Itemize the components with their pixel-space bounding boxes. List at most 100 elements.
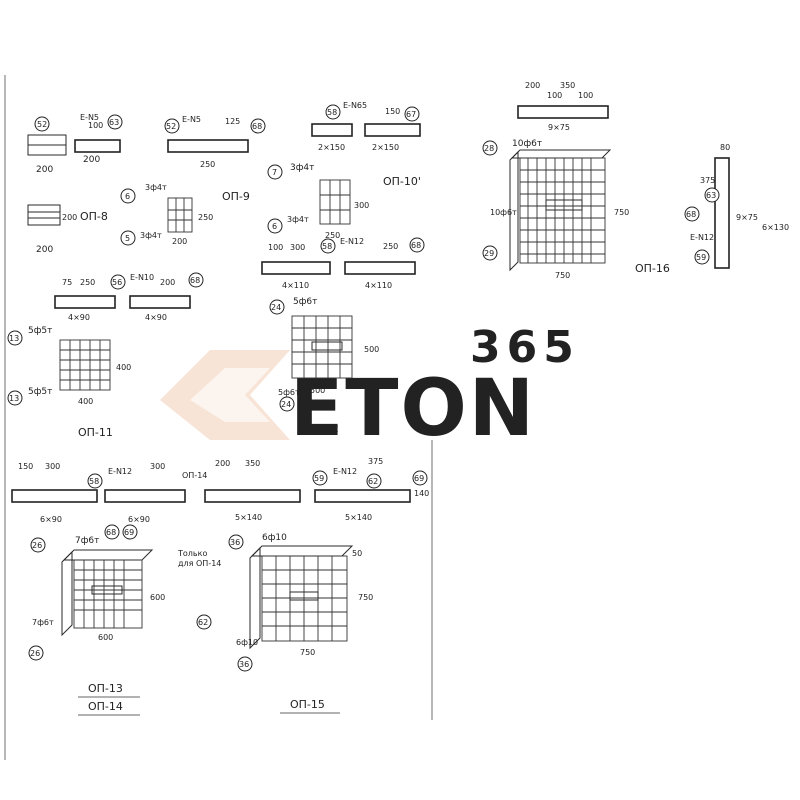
dim-200a: 200: [36, 165, 53, 175]
op16-anchor-plate: [545, 199, 583, 211]
callout-59b: [312, 470, 328, 486]
callout-56-label: 56: [112, 278, 122, 287]
op13-anchor-plate: [91, 585, 123, 595]
dim-300b: 300: [290, 243, 305, 252]
callout-52a-label: 52: [37, 120, 47, 129]
panel-op15: 36 6ф10 750 50 6ф10 750 36 ОП-15: [228, 533, 373, 714]
callout-52b: [164, 118, 180, 134]
dim-6x90a: 6×90: [40, 515, 62, 524]
op8-section-plate: [74, 139, 121, 153]
dim-600b: 600: [98, 633, 113, 642]
dim-375b: 375: [368, 457, 383, 466]
op12-anchor-plate: [311, 341, 343, 351]
dim-75: 75: [62, 278, 72, 287]
callout-68d: [684, 206, 700, 222]
callout-29-label: 29: [484, 249, 494, 258]
op13-section-b: [104, 489, 186, 503]
callout-62a-label: 62: [368, 477, 378, 486]
dim-375a: 375: [700, 176, 715, 185]
dim-300d: 300: [150, 462, 165, 471]
callout-68e: [104, 524, 120, 540]
dim-2x150b: 2×150: [372, 143, 399, 152]
panel-op15-sections: 200 350 5×140 59 Е-N12 375 62 69 5×140 1…: [204, 457, 429, 522]
dim-4x110a: 4×110: [282, 281, 309, 290]
caption-op15: ОП-15: [290, 698, 325, 711]
dim-300c: 300: [45, 462, 60, 471]
rebar-en10: Е-N10: [130, 273, 154, 282]
callout-58a-label: 58: [327, 108, 337, 117]
rebar-3f4a: 3ф4т: [145, 183, 167, 192]
callout-24b-label: 24: [281, 400, 291, 409]
panel-op16: 200 350 100 100 9×75 28 10ф6т 750 10ф6т …: [482, 81, 789, 280]
callout-59b-label: 59: [314, 474, 324, 483]
dim-750c: 750: [358, 593, 373, 602]
rebar-5f5a: 5ф5т: [28, 326, 52, 336]
dim-500a: 500: [364, 345, 379, 354]
rebar-5f5b: 5ф5т: [28, 387, 52, 397]
callout-56: [110, 274, 126, 290]
caption-op13: ОП-13: [88, 682, 123, 695]
callout-58b: [320, 238, 336, 254]
dim-80: 80: [720, 143, 730, 152]
callout-62b: [196, 614, 212, 630]
callout-26a: [30, 537, 46, 553]
dim-200b: 200: [62, 213, 77, 222]
callout-26a-label: 26: [32, 541, 42, 550]
dim-6x130: 6×130: [762, 223, 789, 232]
dim-250b-side: 250: [198, 213, 213, 222]
watermark-brand: ETON: [290, 364, 536, 454]
rebar-7f6b: 7ф6т: [32, 618, 54, 627]
callout-58a: [325, 104, 341, 120]
callout-24b: [279, 396, 295, 412]
callout-62a: [366, 473, 382, 489]
op13-top-edge: [62, 549, 154, 561]
callout-5: [120, 230, 136, 246]
caption-op10: ОП-10': [383, 175, 421, 188]
callout-59a-label: 59: [696, 253, 706, 262]
op11-section-b: [129, 295, 191, 309]
dim-250a: 250: [200, 160, 215, 169]
dim-350a: 350: [560, 81, 575, 90]
dim-500b: 500: [310, 386, 325, 395]
rebar-en12d: Е-N12: [333, 467, 357, 476]
op15-section-b: [314, 489, 411, 503]
rebar-en12c: Е-N12: [108, 467, 132, 476]
op16-side-edge: [509, 150, 519, 272]
dim-200d: 200: [36, 245, 53, 255]
callout-63-label: 63: [109, 118, 119, 127]
op15-top-edge: [250, 545, 354, 557]
callout-36a-label: 36: [230, 538, 240, 547]
dim-100a: 100: [88, 121, 103, 130]
dim-150a: 150: [385, 107, 400, 116]
panel-op12: 24 5ф6т 500 5ф6т 500 24 ОП-12: [269, 297, 379, 435]
panel-op8: 52 200 Е-N5 100 63 200 200 200 ОП-8: [27, 113, 123, 255]
callout-68b-label: 68: [411, 241, 421, 250]
dim-750b: 750: [555, 271, 570, 280]
op13-section-a: [11, 489, 98, 503]
dim-9x75b: 9×75: [736, 213, 758, 222]
callout-29: [482, 245, 498, 261]
panel-op12-sections: 100 300 58 Е-N12 250 68 4×110 4×110: [261, 237, 425, 290]
op15-mesh: [261, 555, 348, 642]
dim-400a: 400: [116, 363, 131, 372]
rebar-en65: Е-N65: [343, 101, 367, 110]
callout-24a-label: 24: [271, 303, 281, 312]
callout-13b-label: 13: [9, 394, 19, 403]
rebar-3f4c: 3ф4т: [290, 163, 314, 173]
op13-side-edge: [61, 550, 73, 637]
panel-op11: 13 5ф5т 400 13 5ф5т 400 ОП-11: [7, 326, 131, 439]
watermark-number: 365: [470, 322, 580, 373]
callout-13a-label: 13: [9, 334, 19, 343]
op9-section-plate: [167, 139, 249, 153]
callout-6b: [267, 218, 283, 234]
callout-36b: [237, 656, 253, 672]
op12-section-b: [344, 261, 416, 275]
dim-125: 125: [225, 117, 240, 126]
callout-68b: [409, 237, 425, 253]
op11-mesh: [59, 339, 111, 391]
callout-28: [482, 140, 498, 156]
callout-26b-label: 26: [30, 649, 40, 658]
callout-68a-label: 68: [252, 122, 262, 131]
rebar-10f6b: 10ф6т: [490, 208, 517, 217]
